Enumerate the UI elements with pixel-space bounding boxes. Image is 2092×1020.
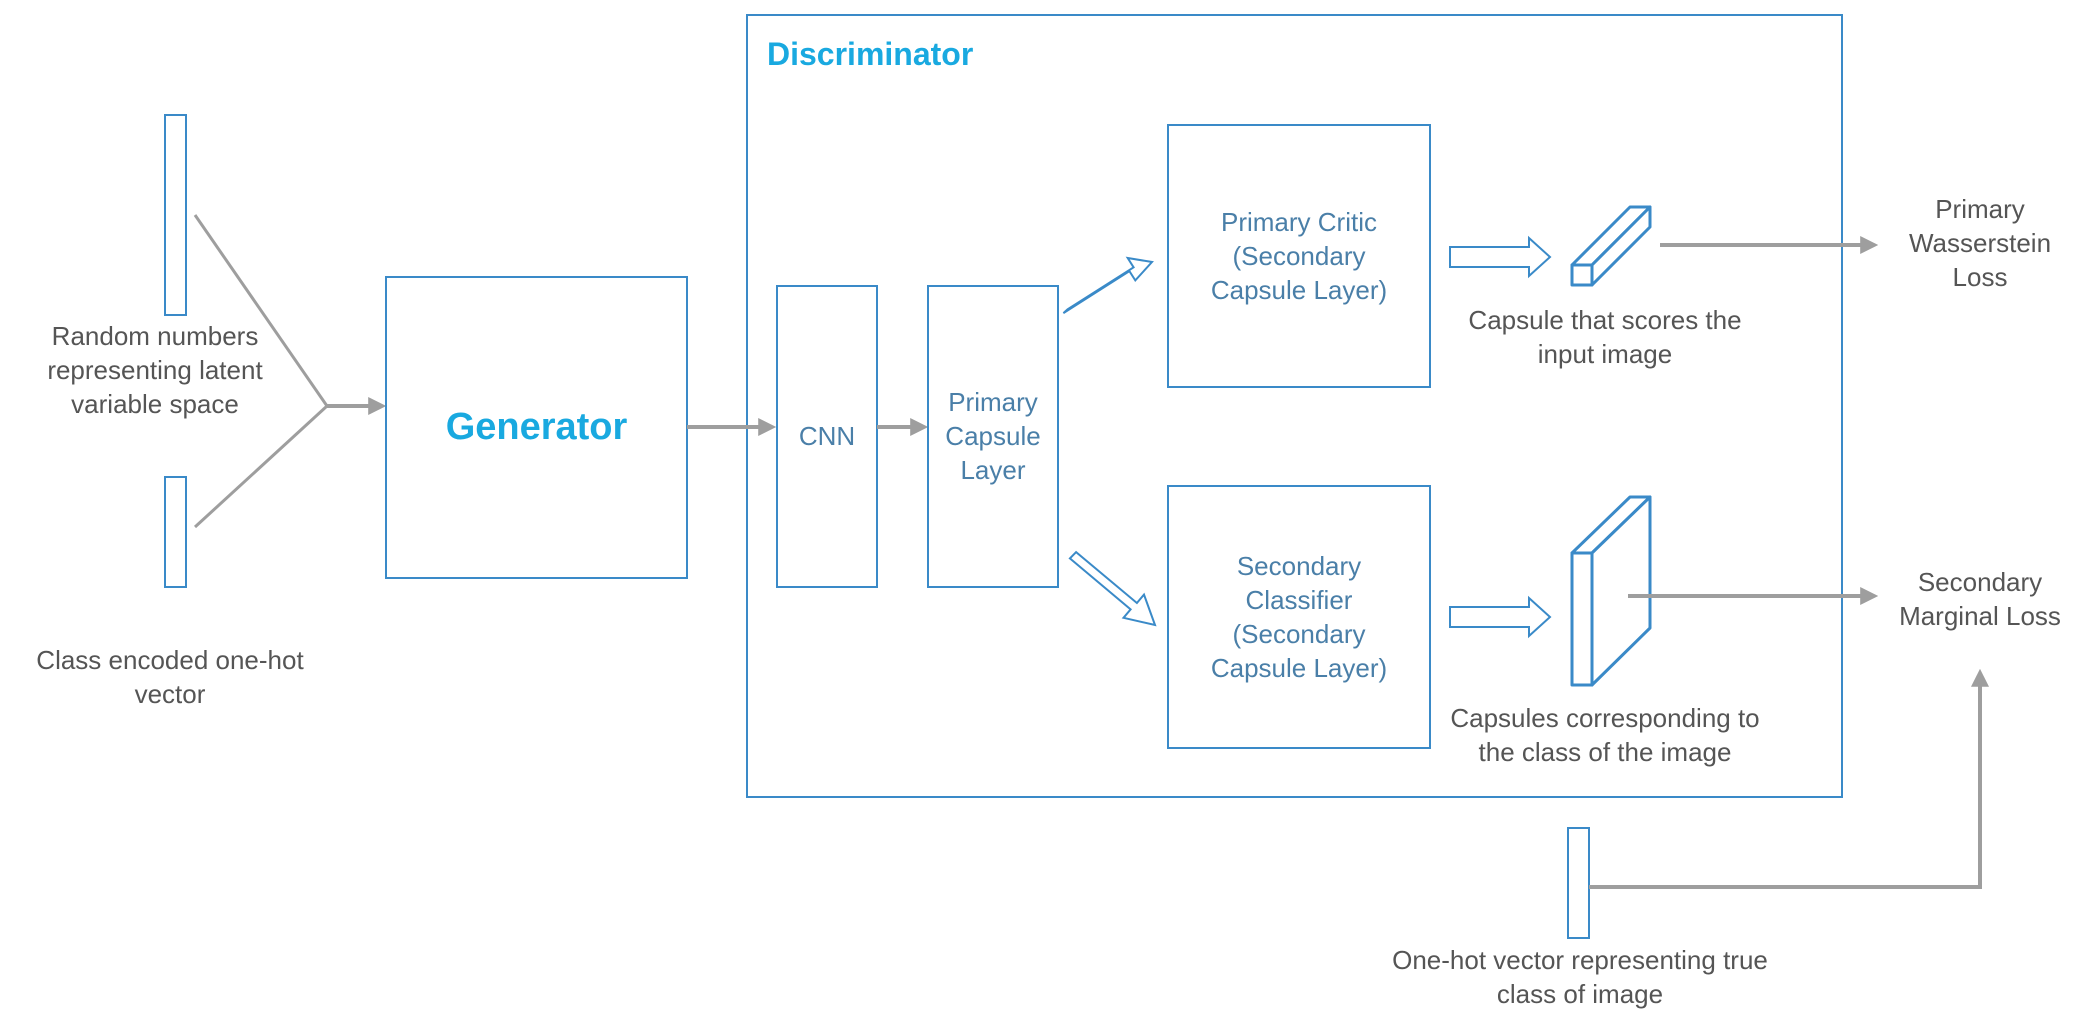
discriminator-box <box>746 14 1843 798</box>
class-onehot-vector <box>164 476 187 588</box>
class-capsules-prism <box>1570 495 1652 687</box>
generator-label: Generator <box>445 406 628 448</box>
secondary-classifier-box <box>1167 485 1431 749</box>
class-label: Class encoded one-hot vector <box>36 645 304 709</box>
latent-label: Random numbers representing latent varia… <box>47 321 263 419</box>
latent-vector <box>164 114 187 316</box>
true-class-arrow <box>1589 668 1989 889</box>
critic-to-capsule-arrow <box>1449 235 1552 279</box>
secondary-classifier-label: Secondary Classifier (Secondary Capsule … <box>1210 551 1388 683</box>
latent-line <box>193 214 329 407</box>
true-class-label: One-hot vector representing true class o… <box>1392 945 1768 1009</box>
primary-critic-box <box>1167 124 1431 388</box>
wasserstein-loss-label: Primary Wasserstein Loss <box>1908 194 2052 292</box>
capsule-to-classifier-arrow <box>1068 550 1157 627</box>
primary-critic-label: Primary Critic (Secondary Capsule Layer) <box>1210 207 1388 305</box>
critic-capsule-prism <box>1570 205 1652 287</box>
marginal-loss-label: Secondary Marginal Loss <box>1899 567 2061 631</box>
class-capsules-label: Capsules corresponding to the class of t… <box>1450 703 1760 767</box>
classifier-to-capsules-arrow <box>1449 595 1552 639</box>
cnn-label: CNN <box>798 421 856 451</box>
true-class-vector <box>1567 827 1590 939</box>
class-line <box>193 404 329 529</box>
critic-capsule-label: Capsule that scores the input image <box>1468 305 1742 369</box>
cnn-box <box>776 285 878 588</box>
primary-capsule-label: Primary Capsule Layer <box>945 387 1041 485</box>
primary-capsule-box <box>927 285 1059 588</box>
discriminator-title: Discriminator <box>767 36 974 72</box>
capsule-to-critic-arrow <box>1062 256 1154 314</box>
